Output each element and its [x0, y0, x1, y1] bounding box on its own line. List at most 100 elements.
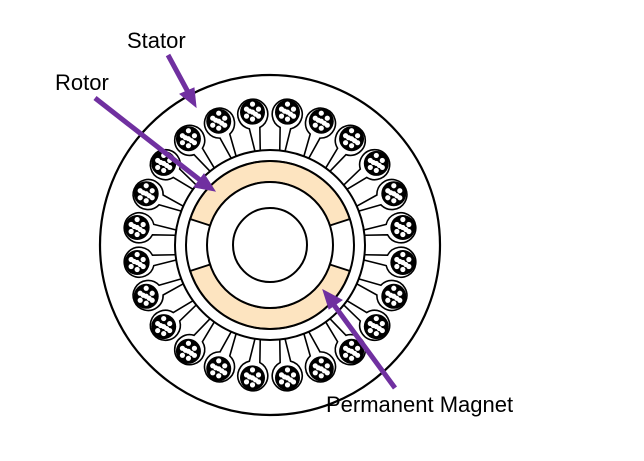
conductor-strand [243, 379, 250, 385]
stator-slot [237, 338, 269, 392]
conductor-strand [385, 195, 391, 201]
conductor-strand [345, 135, 352, 141]
conductor-strand [312, 122, 318, 128]
conductor-strand [284, 101, 291, 107]
conductor-strand [149, 188, 155, 194]
conductor-strand [164, 162, 170, 169]
conductor-strand [290, 106, 297, 112]
conductor-strand [143, 285, 149, 291]
stator-arrow-line [165, 53, 191, 94]
conductor-strand [367, 327, 373, 334]
conductor-strand [342, 352, 349, 358]
conductor-strand [403, 261, 409, 268]
conductor-strand [379, 320, 385, 327]
stator-slot [237, 98, 269, 152]
conductor-strand [143, 183, 149, 189]
conductor-strand [182, 347, 189, 353]
conductor-strand [155, 164, 161, 171]
conductor-strand [370, 159, 376, 166]
conductor-strand [140, 190, 146, 196]
conductor-strand [191, 345, 198, 351]
conductor-strand [134, 231, 140, 238]
conductor-strand [131, 223, 137, 230]
conductor-strand [315, 365, 321, 371]
conductor-strand [255, 372, 262, 378]
conductor-strand [284, 382, 291, 388]
conductor-strand [400, 231, 406, 238]
stator-slot [303, 331, 337, 383]
conductor-strand [373, 315, 379, 322]
conductor-strand [246, 108, 253, 114]
magnet-arrow-head [322, 288, 343, 310]
conductor-strand [137, 297, 143, 303]
conductor-strand [397, 258, 403, 265]
conductor-strand [391, 300, 397, 306]
conductor-strand [210, 122, 216, 128]
conductor-strand [137, 226, 143, 233]
conductor-strand [255, 106, 262, 112]
conductor-strand [312, 370, 318, 376]
conductor-strand [146, 295, 152, 301]
conductor-strand [324, 363, 330, 369]
stator-slot [203, 331, 237, 383]
stator-slot [123, 246, 177, 278]
conductor-strand [182, 135, 189, 141]
conductor-strand [354, 133, 361, 139]
conductor-strand [397, 188, 403, 194]
conductor-strand [140, 256, 146, 263]
conductor-strand [131, 258, 137, 265]
conductor-strand [351, 138, 358, 144]
conductor-strand [140, 292, 146, 298]
stator-slot [356, 178, 408, 212]
conductor-strand [284, 367, 291, 373]
conductor-strand [167, 320, 173, 327]
conductor-strand [287, 377, 294, 383]
conductor-strand [249, 382, 256, 388]
conductor-strand [397, 223, 403, 230]
conductor-strand [155, 327, 161, 334]
conductor-strand [394, 263, 400, 270]
conductor-strand [140, 221, 146, 228]
conductor-strand [324, 115, 330, 121]
stator-slot [123, 212, 177, 244]
conductor-strand [216, 373, 222, 379]
conductor-strand [179, 352, 186, 358]
conductor-strand [146, 193, 152, 199]
conductor-strand [137, 195, 143, 201]
conductor-strand [348, 143, 355, 149]
stator-slot [303, 107, 337, 159]
stator-slot [149, 300, 197, 342]
conductor-strand [354, 345, 361, 351]
conductor-strand [243, 113, 250, 119]
conductor-strand [161, 315, 167, 322]
conductor-strand [318, 373, 324, 379]
conductor-strand [379, 157, 385, 164]
conductor-strand [287, 111, 294, 117]
conductor-strand [158, 159, 164, 166]
conductor-strand [348, 128, 355, 134]
stator-slots [123, 98, 417, 392]
conductor-strand [348, 355, 355, 361]
conductor-strand [185, 340, 192, 346]
conductor-strand [164, 325, 170, 332]
conductor-strand [252, 111, 259, 117]
conductor-strand [149, 290, 155, 296]
conductor-strand [278, 379, 285, 385]
conductor-strand [373, 167, 379, 174]
conductor-strand [367, 164, 373, 171]
stator-slot [132, 278, 184, 312]
conductor-strand [391, 285, 397, 291]
rotor-arrow-head [193, 173, 217, 192]
conductor-strand [281, 374, 288, 380]
conductor-strand [134, 251, 140, 258]
conductor-strand [143, 300, 149, 306]
conductor-strand [249, 101, 256, 107]
stator-slot [173, 124, 215, 172]
conductor-strand [161, 330, 167, 337]
rotor-label: Rotor [55, 70, 109, 95]
conductor-strand [400, 251, 406, 258]
conductor-strand [185, 128, 192, 134]
conductor-strand [406, 221, 412, 228]
conductor-strand [161, 167, 167, 174]
permanent-magnet-label: Permanent Magnet [326, 392, 514, 417]
